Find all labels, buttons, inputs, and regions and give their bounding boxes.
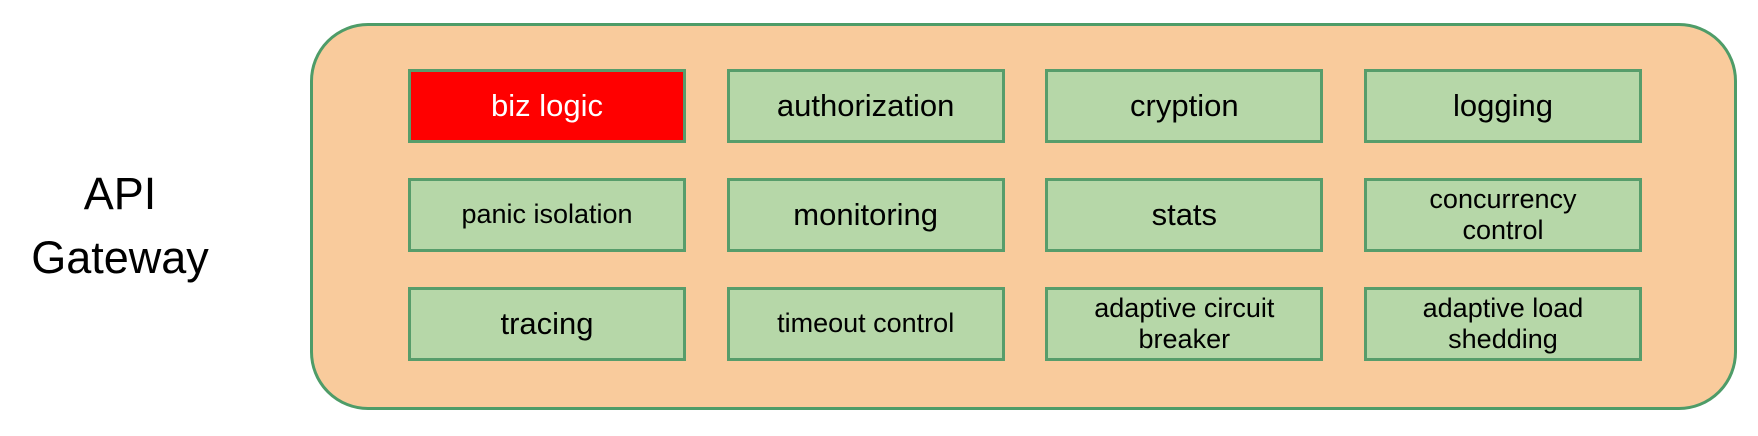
box-stats: stats bbox=[1045, 178, 1324, 252]
box-timeout-control: timeout control bbox=[726, 287, 1005, 361]
box-tracing: tracing bbox=[408, 287, 686, 361]
box-authorization: authorization bbox=[726, 69, 1005, 143]
box-adaptive-circuit-breaker: adaptive circuit breaker bbox=[1045, 287, 1324, 361]
gateway-row: tracing timeout control adaptive circuit b… bbox=[408, 287, 1642, 361]
box-cryption: cryption bbox=[1045, 69, 1324, 143]
box-logging: logging bbox=[1363, 69, 1642, 143]
box-concurrency-control: concurrency control bbox=[1363, 178, 1642, 252]
api-gateway-container: biz logic authorization cryption logging pan… bbox=[310, 23, 1737, 410]
box-panic-isolation: panic isolation bbox=[408, 178, 686, 252]
api-gateway-label: API Gateway bbox=[31, 168, 209, 283]
box-monitoring: monitoring bbox=[726, 178, 1005, 252]
box-biz-logic: biz logic bbox=[408, 69, 686, 143]
box-adaptive-load-shedding: adaptive load shedding bbox=[1363, 287, 1642, 361]
gateway-row: panic isolation monitoring stats concurrenc… bbox=[408, 178, 1642, 252]
gateway-row: biz logic authorization cryption logging bbox=[408, 69, 1642, 143]
